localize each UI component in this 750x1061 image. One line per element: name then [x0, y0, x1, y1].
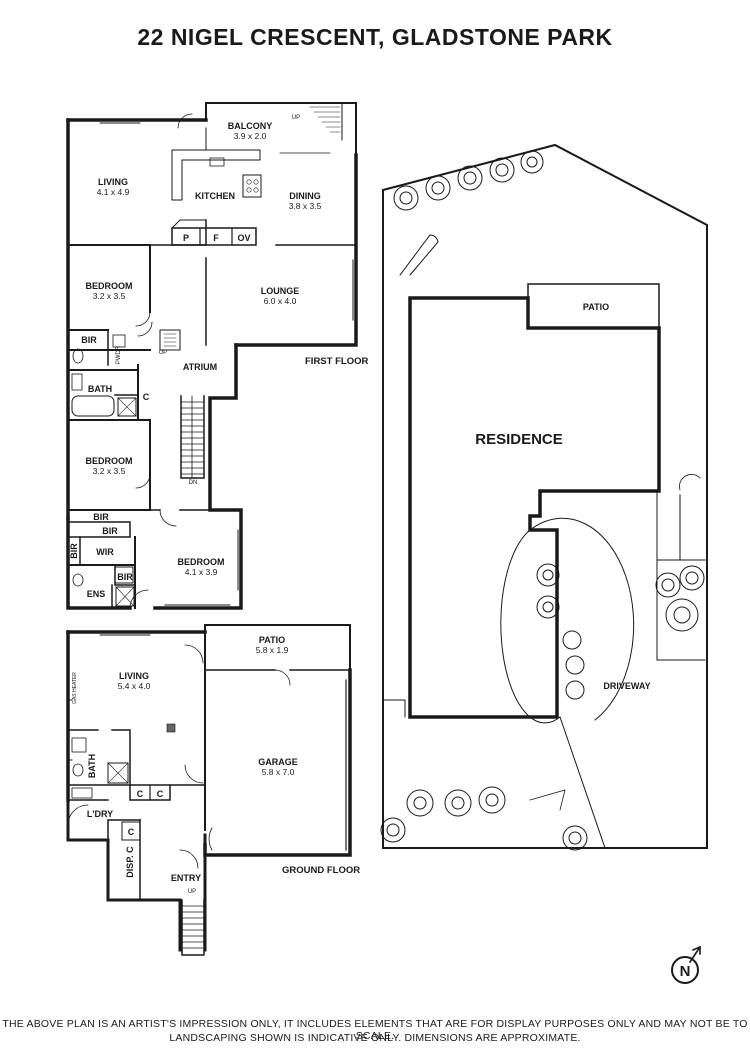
first-stair-up-label: UP — [159, 350, 167, 356]
first-living-dims: 4.1 x 4.9 — [97, 187, 130, 197]
pantry-label: P — [183, 233, 189, 243]
bedroom-3-dims: 4.1 x 3.9 — [185, 567, 218, 577]
site-patio-label: PATIO — [583, 302, 609, 312]
site-plan — [382, 143, 708, 849]
ens-label: ENS — [87, 589, 106, 599]
ground-closet-1-label: C — [137, 789, 144, 799]
gas-heater-label: GAS HEATER — [72, 672, 78, 704]
first-floor-walls — [66, 102, 358, 610]
disclaimer-line-2: LANDSCAPING SHOWN IS INDICATIVE ONLY. DI… — [169, 1032, 581, 1044]
laundry-label: L'DRY — [87, 809, 113, 819]
display-cabinet-label: DISP. C — [125, 846, 135, 878]
driveway-label: DRIVEWAY — [603, 681, 650, 691]
bir-1-label: BIR — [81, 335, 97, 345]
first-living-label: LIVING — [98, 177, 128, 187]
dining-label: DINING — [289, 191, 321, 201]
oven-label: OV — [237, 233, 250, 243]
north-arrow-icon — [671, 945, 702, 984]
garage-label: GARAGE — [258, 757, 298, 767]
pwdr-label: PWDR — [116, 345, 122, 364]
bir-3-label: BIR — [102, 526, 118, 536]
ground-floor-label: GROUND FLOOR — [282, 865, 360, 876]
lounge-dims: 6.0 x 4.0 — [264, 296, 297, 306]
disclaimer-line-1: THE ABOVE PLAN IS AN ARTIST'S IMPRESSION… — [2, 1018, 748, 1042]
first-floor-label: FIRST FLOOR — [305, 356, 368, 367]
bedroom-1-dims: 3.2 x 3.5 — [93, 291, 126, 301]
ground-living-label: LIVING — [119, 671, 149, 681]
stair-down-label: DN — [189, 480, 198, 486]
ground-closet-2-label: C — [157, 789, 164, 799]
north-label: N — [680, 963, 691, 980]
fridge-label: F — [213, 233, 219, 243]
ground-closet-3-label: C — [128, 827, 135, 837]
balcony-label: BALCONY — [228, 121, 273, 131]
entry-stair-up-label: UP — [188, 889, 196, 895]
residence-label: RESIDENCE — [475, 431, 563, 448]
kitchen-label: KITCHEN — [195, 191, 235, 201]
bedroom-1-label: BEDROOM — [86, 281, 133, 291]
site-trees — [380, 150, 705, 851]
bedroom-3-label: BEDROOM — [178, 557, 225, 567]
ground-bath-label: BATH — [87, 754, 97, 778]
lounge-label: LOUNGE — [261, 286, 300, 296]
garage-dims: 5.8 x 7.0 — [262, 767, 295, 777]
bedroom-2-dims: 3.2 x 3.5 — [93, 466, 126, 476]
dining-dims: 3.8 x 3.5 — [289, 201, 322, 211]
bir-4-label: BIR — [69, 543, 79, 559]
page-title: 22 NIGEL CRESCENT, GLADSTONE PARK — [137, 24, 613, 50]
bir-2-label: BIR — [93, 512, 109, 522]
closet-1-label: C — [143, 392, 150, 402]
first-bath-label: BATH — [88, 384, 112, 394]
balcony-stair-up-label: UP — [292, 115, 300, 121]
ground-living-dims: 5.4 x 4.0 — [118, 681, 151, 691]
ground-patio-label: PATIO — [259, 635, 285, 645]
entry-label: ENTRY — [171, 873, 201, 883]
balcony-dims: 3.9 x 2.0 — [234, 131, 267, 141]
ground-floor-walls — [66, 624, 352, 956]
atrium-label: ATRIUM — [183, 362, 217, 372]
bedroom-2-label: BEDROOM — [86, 456, 133, 466]
bir-5-label: BIR — [117, 572, 133, 582]
ground-patio-dims: 5.8 x 1.9 — [256, 645, 289, 655]
wir-label: WIR — [96, 547, 114, 557]
